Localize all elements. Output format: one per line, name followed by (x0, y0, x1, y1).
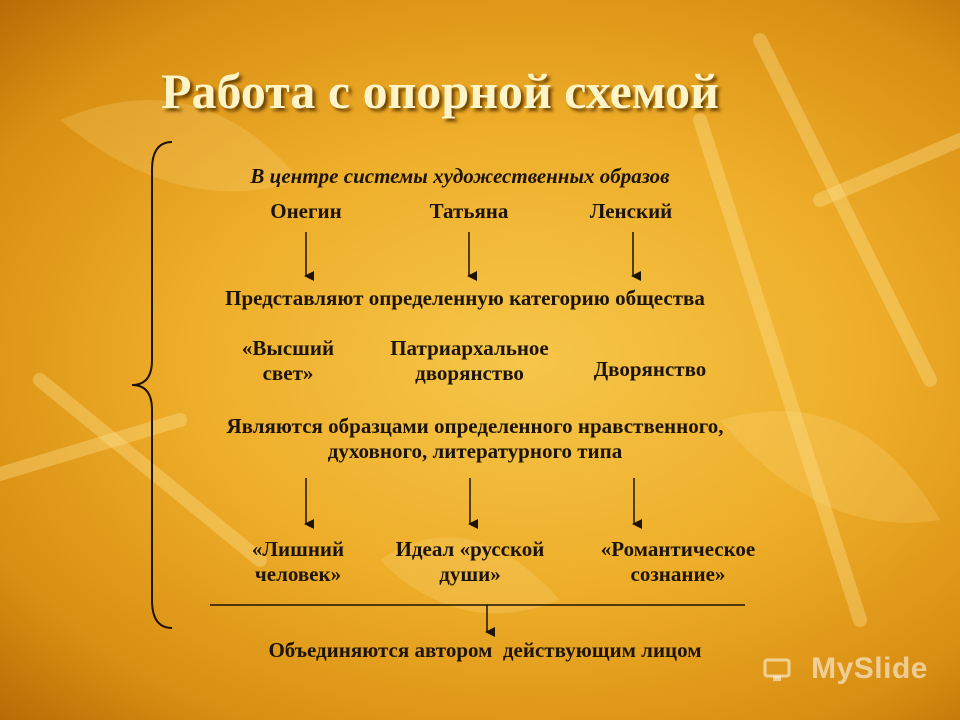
type-russian-soul: Идеал «русской души» (372, 537, 568, 587)
category-line: Патриархальное (390, 336, 549, 360)
slide-title: Работа с опорной схемой (160, 63, 719, 119)
type-line: человек» (254, 562, 342, 586)
type-line: сознание» (630, 562, 726, 586)
type-line: Идеал «русской (395, 537, 545, 561)
center-heading: В центре системы художественных образов (250, 164, 670, 188)
character-tatyana: Татьяна (429, 199, 509, 223)
type-line: души» (439, 562, 501, 586)
type-line: «Романтическое (600, 537, 756, 561)
category-high-society: «Высший свет» (218, 336, 358, 386)
left-brace (131, 141, 173, 629)
watermark-icon (763, 658, 791, 681)
represent-heading: Представляют определенную категорию обще… (225, 286, 705, 310)
watermark-logo: MySlide (811, 652, 928, 685)
category-line: «Высший (241, 336, 335, 360)
category-nobility: Дворянство (570, 357, 730, 382)
types-heading: Являются образцами определенного нравств… (160, 414, 790, 464)
category-patriarchal: Патриархальное дворянство (372, 336, 567, 386)
character-lensky: Ленский (589, 199, 673, 223)
type-line: «Лишний (251, 537, 345, 561)
character-onegin: Онегин (270, 199, 342, 223)
type-romantic: «Романтическое сознание» (578, 537, 778, 587)
category-line: дворянство (415, 361, 524, 385)
conclusion: Объединяются автором действующим лицом (268, 638, 702, 662)
types-heading-line: духовного, литературного типа (327, 439, 623, 463)
category-line: свет» (262, 361, 314, 385)
types-heading-line: Являются образцами определенного нравств… (226, 414, 724, 438)
type-superfluous-man: «Лишний человек» (228, 537, 368, 587)
category-line: Дворянство (593, 357, 707, 381)
